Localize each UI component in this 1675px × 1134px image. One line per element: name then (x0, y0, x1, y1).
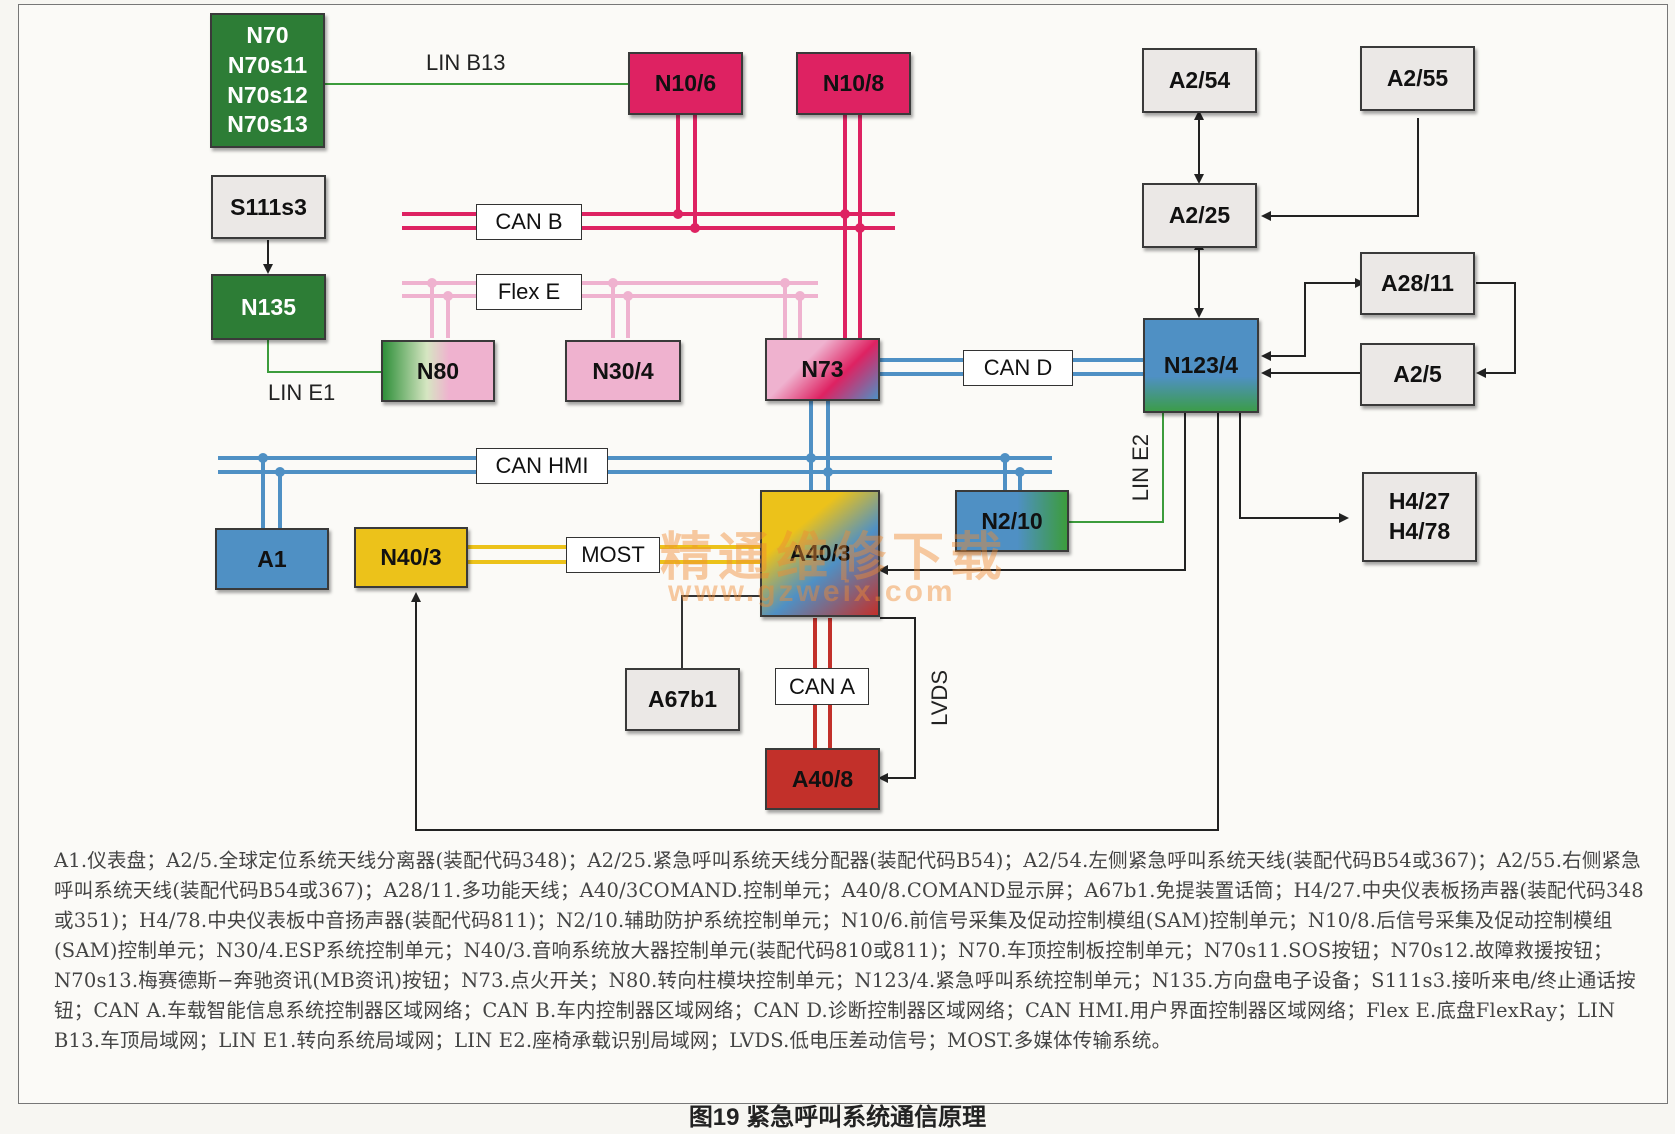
node-n70: N70 (246, 21, 289, 48)
label-lin-b13: LIN B13 (426, 50, 506, 75)
node-a40-3: A40/3 (760, 490, 880, 617)
label-lin-e1: LIN E1 (268, 380, 336, 405)
label-can-b: CAN B (476, 204, 582, 240)
node-n123-4: N123/4 (1143, 318, 1259, 413)
figure-title: 图19 紧急呼叫系统通信原理 (688, 1104, 987, 1131)
node-n135: N135 (211, 274, 326, 340)
node-n73: N73 (765, 338, 880, 401)
lin-e2-line (1069, 412, 1164, 523)
node-n80: N80 (381, 340, 495, 402)
node-n40-3: N40/3 (354, 527, 468, 588)
watermark-line2: www.gzweix.com (668, 575, 956, 608)
node-n10-8: N10/8 (796, 52, 911, 115)
node-a40-8: A40/8 (765, 748, 880, 810)
node-a2-5: A2/5 (1360, 343, 1475, 406)
node-a67b1: A67b1 (625, 668, 740, 731)
node-h4-78: H4/78 (1388, 518, 1451, 544)
node-n70s12: N70s12 (227, 81, 308, 108)
arrows (263, 110, 1516, 831)
node-a2-25: A2/25 (1142, 183, 1257, 248)
label-flex-e: Flex E (476, 274, 582, 310)
node-n70s11: N70s11 (227, 51, 308, 78)
node-n70-group: N70 N70s11 N70s12 N70s13 (210, 13, 325, 148)
label-lin-e2: LIN E2 (1128, 434, 1153, 502)
node-a2-55: A2/55 (1360, 46, 1475, 111)
flex-e-junctions (427, 278, 805, 301)
node-h4-27: H4/27 (1388, 488, 1451, 515)
can-hmi-junctions (258, 453, 1025, 477)
label-lvds: LVDS (927, 670, 952, 726)
node-n70s13: N70s13 (227, 111, 308, 138)
label-can-hmi: CAN HMI (476, 448, 608, 484)
node-n2-10: N2/10 (955, 490, 1069, 552)
node-a28-11: A28/11 (1360, 252, 1475, 315)
node-h4-group: H4/27 H4/78 (1362, 472, 1477, 562)
label-can-a: CAN A (775, 668, 869, 705)
label-can-d: CAN D (963, 350, 1073, 386)
flex-e-bus (402, 281, 818, 338)
a67b1-line (681, 595, 760, 668)
lin-e1-line (267, 340, 385, 373)
label-most: MOST (566, 537, 660, 573)
watermark-line1: 精通维修下载 (660, 529, 1009, 587)
node-a2-54: A2/54 (1142, 48, 1257, 113)
node-s111s3: S111s3 (211, 175, 326, 239)
node-n30-4: N30/4 (565, 340, 681, 402)
node-n10-6: N10/6 (628, 52, 743, 115)
node-a1: A1 (215, 528, 329, 590)
figure-legend: A1.仪表盘；A2/5.全球定位系统天线分离器(装配代码348)；A2/25.紧… (54, 849, 1644, 1052)
can-b-junctions (673, 209, 865, 233)
can-hmi-bus (218, 400, 1052, 528)
